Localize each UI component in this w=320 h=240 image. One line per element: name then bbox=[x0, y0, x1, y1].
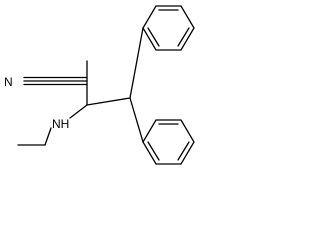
lower-ring-double-bond bbox=[177, 141, 190, 161]
structure-diagram: N NH bbox=[4, 5, 195, 165]
lower-ring-double-bond bbox=[147, 141, 160, 161]
bond-ch-to-lower-ring bbox=[129, 97, 144, 143]
lower-ring-outline bbox=[142, 119, 195, 165]
bond-ch-to-quaternary bbox=[86, 97, 131, 106]
nitrile-triple-bond bbox=[23, 76, 88, 86]
bond-ring-to-ch bbox=[129, 27, 144, 99]
upper-ring-outline bbox=[142, 5, 195, 51]
upper-ring-double-bond bbox=[147, 27, 160, 47]
bond-nh-to-ethyl bbox=[44, 127, 52, 146]
upper-ring-double-bond bbox=[177, 27, 190, 47]
nitrile-n-label: N bbox=[4, 75, 13, 89]
lower-phenyl-ring bbox=[142, 119, 195, 165]
upper-phenyl-ring bbox=[142, 5, 195, 51]
bond-quaternary-to-nh bbox=[69, 104, 88, 119]
nh-label: NH bbox=[52, 117, 69, 131]
